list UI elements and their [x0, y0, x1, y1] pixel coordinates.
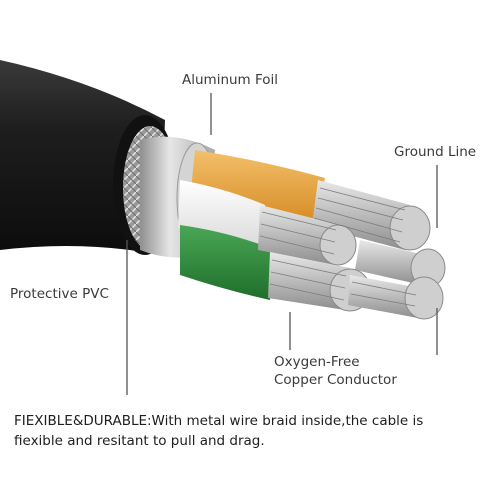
- orange-wire: [190, 150, 325, 225]
- ground-line-label: Ground Line: [394, 144, 477, 160]
- caption-line2: fiexible and resitant to pull and drag.: [14, 433, 265, 449]
- aluminum-foil-label: Aluminum Foil: [182, 72, 279, 88]
- strands-green: [268, 252, 350, 310]
- strands-ground: [355, 240, 425, 285]
- protective-pvc-label: Protective PVC: [10, 286, 109, 302]
- oxygen-free-line1: Oxygen-Free: [274, 354, 360, 370]
- caption-line1: FIEXIBLE&DURABLE:With metal wire braid i…: [14, 413, 424, 429]
- strands-back: [348, 275, 420, 318]
- feature-caption: FIEXIBLE&DURABLE:With metal wire braid i…: [14, 411, 492, 451]
- strand-end-2: [319, 224, 357, 266]
- green-wire: [180, 225, 275, 300]
- conductor-bundles: [258, 180, 446, 320]
- strand-end-1: [389, 205, 431, 251]
- oxygen-free-copper-label: Oxygen-Free Copper Conductor: [274, 353, 397, 389]
- strands-white: [258, 205, 340, 265]
- strands-orange: [312, 180, 410, 250]
- oxygen-free-line2: Copper Conductor: [274, 372, 397, 388]
- strand-end-5: [404, 276, 444, 320]
